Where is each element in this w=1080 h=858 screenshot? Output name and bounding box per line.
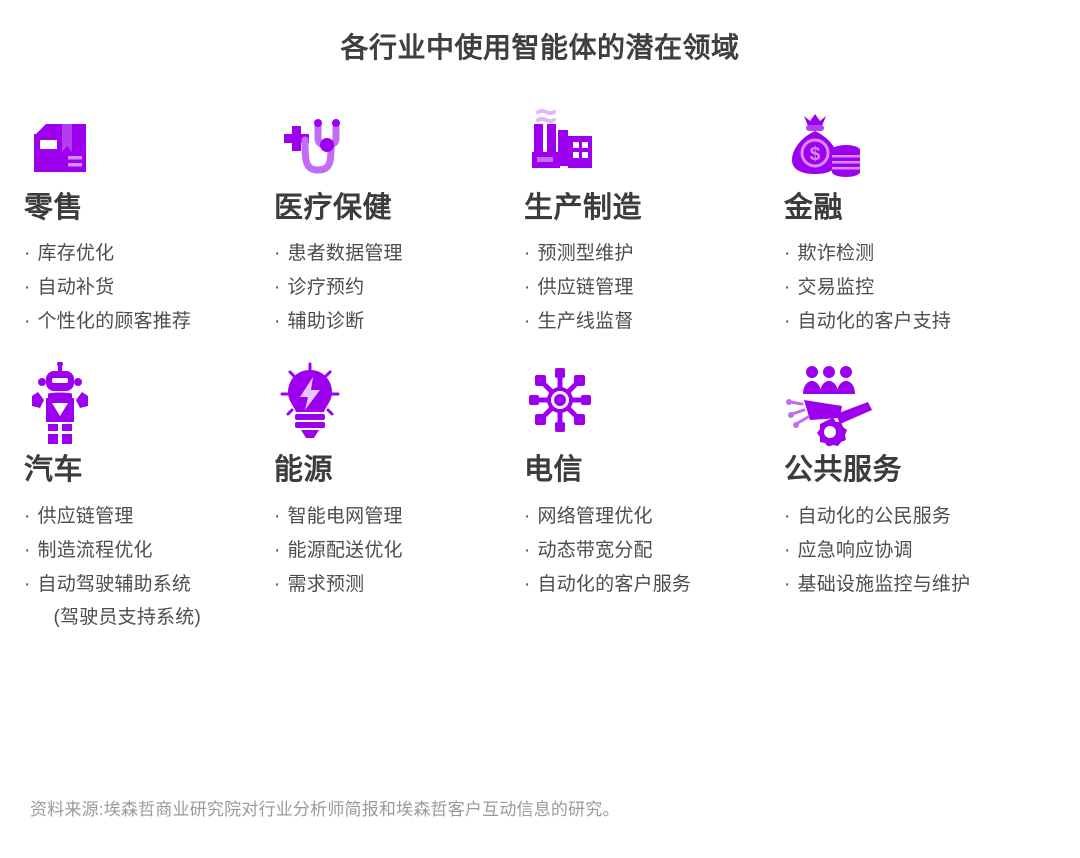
bullet-dot: · xyxy=(524,276,531,298)
category-title: 电信 xyxy=(524,453,584,486)
list-item: ·交易监控 xyxy=(784,276,875,298)
bullet-dot: · xyxy=(24,276,31,298)
category-card-healthcare: 医疗保健 ·患者数据管理 ·诊疗预约 ·辅助诊断 xyxy=(274,102,524,345)
list-item: ·供应链管理 xyxy=(524,276,634,298)
bullet-dot: · xyxy=(274,540,281,562)
bullet-dot: · xyxy=(274,276,281,298)
package-box-icon xyxy=(24,102,274,184)
bullet-dot: · xyxy=(24,506,31,528)
bullet-dot: · xyxy=(784,574,791,596)
bullet-dot: · xyxy=(784,506,791,528)
bullet-dot: · xyxy=(274,574,281,596)
bullet-dot: · xyxy=(274,242,281,264)
list-item: ·库存优化 xyxy=(24,242,115,264)
category-grid: 零售 ·库存优化 ·自动补货 ·个性化的顾客推荐 医疗保健 xyxy=(0,66,1080,642)
category-item-list: ·自动化的公民服务 ·应急响应协调 ·基础设施监控与维护 xyxy=(784,507,1080,594)
list-item: ·应急响应协调 xyxy=(784,540,913,562)
category-card-telecom: 电信 ·网络管理优化 ·动态带宽分配 ·自动化的客户服务 xyxy=(524,364,784,642)
bullet-dot: · xyxy=(784,540,791,562)
category-card-manufacturing: 生产制造 ·预测型维护 ·供应链管理 ·生产线监督 xyxy=(524,102,784,345)
category-card-public-services: 公共服务 ·自动化的公民服务 ·应急响应协调 ·基础设施监控与维护 xyxy=(784,364,1080,642)
category-item-list: ·库存优化 ·自动补货 ·个性化的顾客推荐 xyxy=(24,244,274,331)
category-item-list: ·预测型维护 ·供应链管理 ·生产线监督 xyxy=(524,244,784,331)
list-item: ·智能电网管理 xyxy=(274,506,403,528)
bullet-dot: · xyxy=(24,242,31,264)
money-bag-icon: $ xyxy=(784,102,1080,184)
list-item: ·动态带宽分配 xyxy=(524,540,653,562)
list-item: · 自动驾驶辅助系统 (驾驶员支持系统) xyxy=(24,574,201,629)
factory-icon xyxy=(524,102,784,184)
category-title: 医疗保健 xyxy=(274,192,393,225)
list-item: ·生产线监督 xyxy=(524,310,634,332)
bullet-dot: · xyxy=(274,310,281,332)
list-item: ·个性化的顾客推荐 xyxy=(24,310,192,332)
bullet-dot: · xyxy=(784,242,791,264)
category-item-list: ·患者数据管理 ·诊疗预约 ·辅助诊断 xyxy=(274,244,524,331)
list-item: ·欺诈检测 xyxy=(784,242,875,264)
page-title: 各行业中使用智能体的潜在领域 xyxy=(340,32,740,63)
list-item: ·自动化的客户支持 xyxy=(784,310,952,332)
list-item: ·自动化的客户服务 xyxy=(524,574,692,596)
list-item: ·能源配送优化 xyxy=(274,540,403,562)
list-item: ·需求预测 xyxy=(274,574,365,596)
category-card-finance: $ 金融 ·欺诈检测 ·交易监控 ·自动化的客户支持 xyxy=(784,102,1080,345)
category-title: 能源 xyxy=(274,453,334,486)
list-item: ·网络管理优化 xyxy=(524,506,653,528)
category-card-automotive: 汽车 ·供应链管理 ·制造流程优化 · 自动驾驶辅助系统 (驾驶员支持系统) xyxy=(24,361,274,642)
list-item: ·诊疗预约 xyxy=(274,276,365,298)
list-item: ·供应链管理 xyxy=(24,506,134,528)
svg-text:$: $ xyxy=(810,144,821,165)
category-card-energy: 能源 ·智能电网管理 ·能源配送优化 ·需求预测 xyxy=(274,362,524,642)
category-item-list: ·网络管理优化 ·动态带宽分配 ·自动化的客户服务 xyxy=(524,507,784,594)
category-item-list: ·供应链管理 ·制造流程优化 · 自动驾驶辅助系统 (驾驶员支持系统) xyxy=(24,507,274,627)
category-title: 汽车 xyxy=(24,453,84,486)
stethoscope-icon xyxy=(274,102,524,184)
list-item: ·预测型维护 xyxy=(524,242,634,264)
category-title: 零售 xyxy=(24,192,84,225)
bullet-dot: · xyxy=(524,540,531,562)
bullet-dot: · xyxy=(524,310,531,332)
network-hub-icon xyxy=(524,364,784,446)
list-item: ·基础设施监控与维护 xyxy=(784,574,971,596)
category-item-list: ·欺诈检测 ·交易监控 ·自动化的客户支持 xyxy=(784,244,1080,331)
bullet-dot: · xyxy=(524,574,531,596)
bullet-dot: · xyxy=(524,506,531,528)
category-title: 公共服务 xyxy=(784,453,903,486)
list-item: ·制造流程优化 xyxy=(24,540,153,562)
list-item: ·辅助诊断 xyxy=(274,310,365,332)
category-title: 生产制造 xyxy=(524,192,643,225)
list-item-subline: (驾驶员支持系统) xyxy=(53,607,201,629)
list-item: ·自动化的公民服务 xyxy=(784,506,952,528)
bullet-dot: · xyxy=(24,540,31,562)
public-service-icon xyxy=(784,364,1080,446)
list-item: ·患者数据管理 xyxy=(274,242,403,264)
list-item: ·自动补货 xyxy=(24,276,115,298)
bullet-dot: · xyxy=(274,506,281,528)
bullet-dot: · xyxy=(784,276,791,298)
bullet-dot: · xyxy=(524,242,531,264)
category-title: 金融 xyxy=(784,192,844,225)
lightbulb-bolt-icon xyxy=(274,362,524,446)
source-note: 资料来源:埃森哲商业研究院对行业分析师简报和埃森哲客户互动信息的研究。 xyxy=(30,800,620,819)
robot-icon xyxy=(24,361,274,446)
bullet-dot: · xyxy=(24,574,31,596)
category-item-list: ·智能电网管理 ·能源配送优化 ·需求预测 xyxy=(274,507,524,594)
category-card-retail: 零售 ·库存优化 ·自动补货 ·个性化的顾客推荐 xyxy=(24,102,274,345)
bullet-dot: · xyxy=(784,310,791,332)
bullet-dot: · xyxy=(24,310,31,332)
